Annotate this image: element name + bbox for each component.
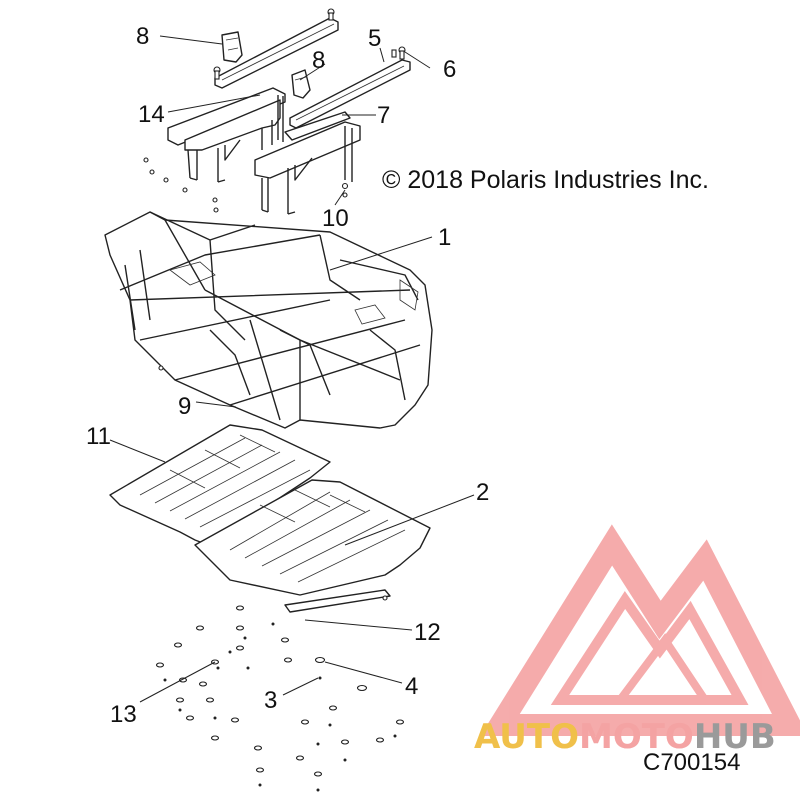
callout-2: 2 (476, 479, 489, 506)
callout-11: 11 (86, 423, 111, 450)
floor-panels (109, 424, 431, 613)
callout-3: 3 (264, 687, 277, 714)
fasteners (155, 605, 405, 792)
callout-5: 5 (368, 25, 381, 52)
callout-4: 4 (405, 673, 418, 700)
main-frame (104, 211, 433, 429)
callout-13: 13 (110, 701, 137, 728)
copyright-notice: © 2018 Polaris Industries Inc. (382, 166, 709, 194)
callout-6: 6 (443, 56, 456, 83)
callout-1: 1 (438, 224, 451, 251)
callout-8-middle: 8 (312, 47, 325, 74)
callout-14: 14 (138, 101, 165, 128)
watermark-logo (480, 524, 800, 736)
watermark-word-auto: AUTO (474, 717, 579, 757)
callout-12: 12 (414, 619, 441, 646)
callout-8-upper: 8 (136, 23, 149, 50)
callout-7: 7 (377, 102, 390, 129)
callout-labels: 8 8 5 6 14 7 10 1 9 11 2 12 4 3 13 (86, 23, 489, 728)
callout-9: 9 (178, 393, 191, 420)
watermark-word-moto: MOTO (579, 717, 694, 757)
watermark-word-hub: HUB (694, 717, 776, 757)
watermark-text: AUTOMOTOHUB (474, 717, 776, 757)
figure-code: C700154 (643, 749, 740, 776)
upper-parts (143, 8, 411, 215)
leader-lines (109, 35, 475, 703)
callout-10: 10 (322, 205, 349, 232)
